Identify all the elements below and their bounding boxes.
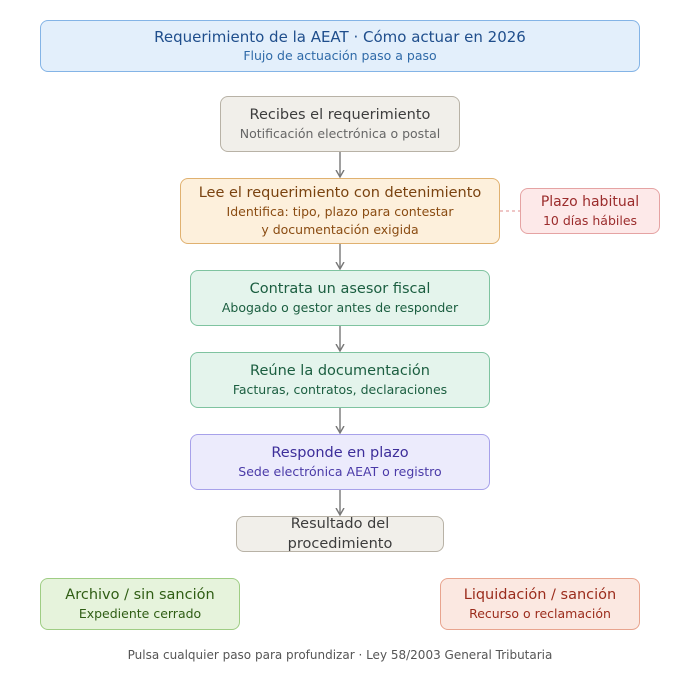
step-subtitle: Facturas, contratos, declaraciones bbox=[232, 382, 448, 397]
outcome-archivo[interactable]: Archivo / sin sanción Expediente cerrado bbox=[40, 578, 240, 630]
step-subtitle: Abogado o gestor antes de responder bbox=[221, 300, 459, 315]
note-title: Plazo habitual bbox=[540, 194, 640, 210]
step-lee-requerimiento[interactable]: Lee el requerimiento con detenimiento Id… bbox=[180, 178, 500, 244]
outcome-liquidacion[interactable]: Liquidación / sanción Recurso o reclamac… bbox=[440, 578, 640, 630]
outcome-title: Liquidación / sanción bbox=[463, 587, 617, 603]
step-recibes-requerimiento[interactable]: Recibes el requerimiento Notificación el… bbox=[220, 96, 460, 152]
diagram-title: Requerimiento de la AEAT · Cómo actuar e… bbox=[154, 28, 526, 46]
step-subtitle: Sede electrónica AEAT o registro bbox=[238, 464, 442, 479]
note-subtitle: 10 días hábiles bbox=[542, 213, 638, 228]
step-title: Lee el requerimiento con detenimiento bbox=[198, 185, 482, 201]
step-subtitle-line2: y documentación exigida bbox=[261, 222, 419, 237]
outcome-title: Archivo / sin sanción bbox=[65, 587, 215, 603]
step-reune-documentacion[interactable]: Reúne la documentación Facturas, contrat… bbox=[190, 352, 490, 408]
step-title: Reúne la documentación bbox=[250, 363, 430, 379]
step-resultado-procedimiento[interactable]: Resultado del procedimiento bbox=[236, 516, 444, 552]
step-subtitle-line1: Identifica: tipo, plazo para contestar bbox=[226, 204, 454, 219]
result-title: Resultado del procedimiento bbox=[287, 516, 393, 552]
step-responde-plazo[interactable]: Responde en plazo Sede electrónica AEAT … bbox=[190, 434, 490, 490]
outcome-subtitle: Expediente cerrado bbox=[78, 606, 202, 621]
footer-note: Pulsa cualquier paso para profundizar · … bbox=[127, 648, 553, 662]
step-subtitle: Notificación electrónica o postal bbox=[239, 126, 441, 141]
step-title: Responde en plazo bbox=[271, 445, 409, 461]
plazo-habitual-note[interactable]: Plazo habitual 10 días hábiles bbox=[520, 188, 660, 234]
step-title: Recibes el requerimiento bbox=[249, 107, 431, 123]
diagram-subtitle: Flujo de actuación paso a paso bbox=[243, 48, 437, 63]
diagram-header: Requerimiento de la AEAT · Cómo actuar e… bbox=[40, 20, 640, 72]
step-title: Contrata un asesor fiscal bbox=[249, 281, 431, 297]
outcome-subtitle: Recurso o reclamación bbox=[469, 606, 611, 621]
step-contrata-asesor[interactable]: Contrata un asesor fiscal Abogado o gest… bbox=[190, 270, 490, 326]
